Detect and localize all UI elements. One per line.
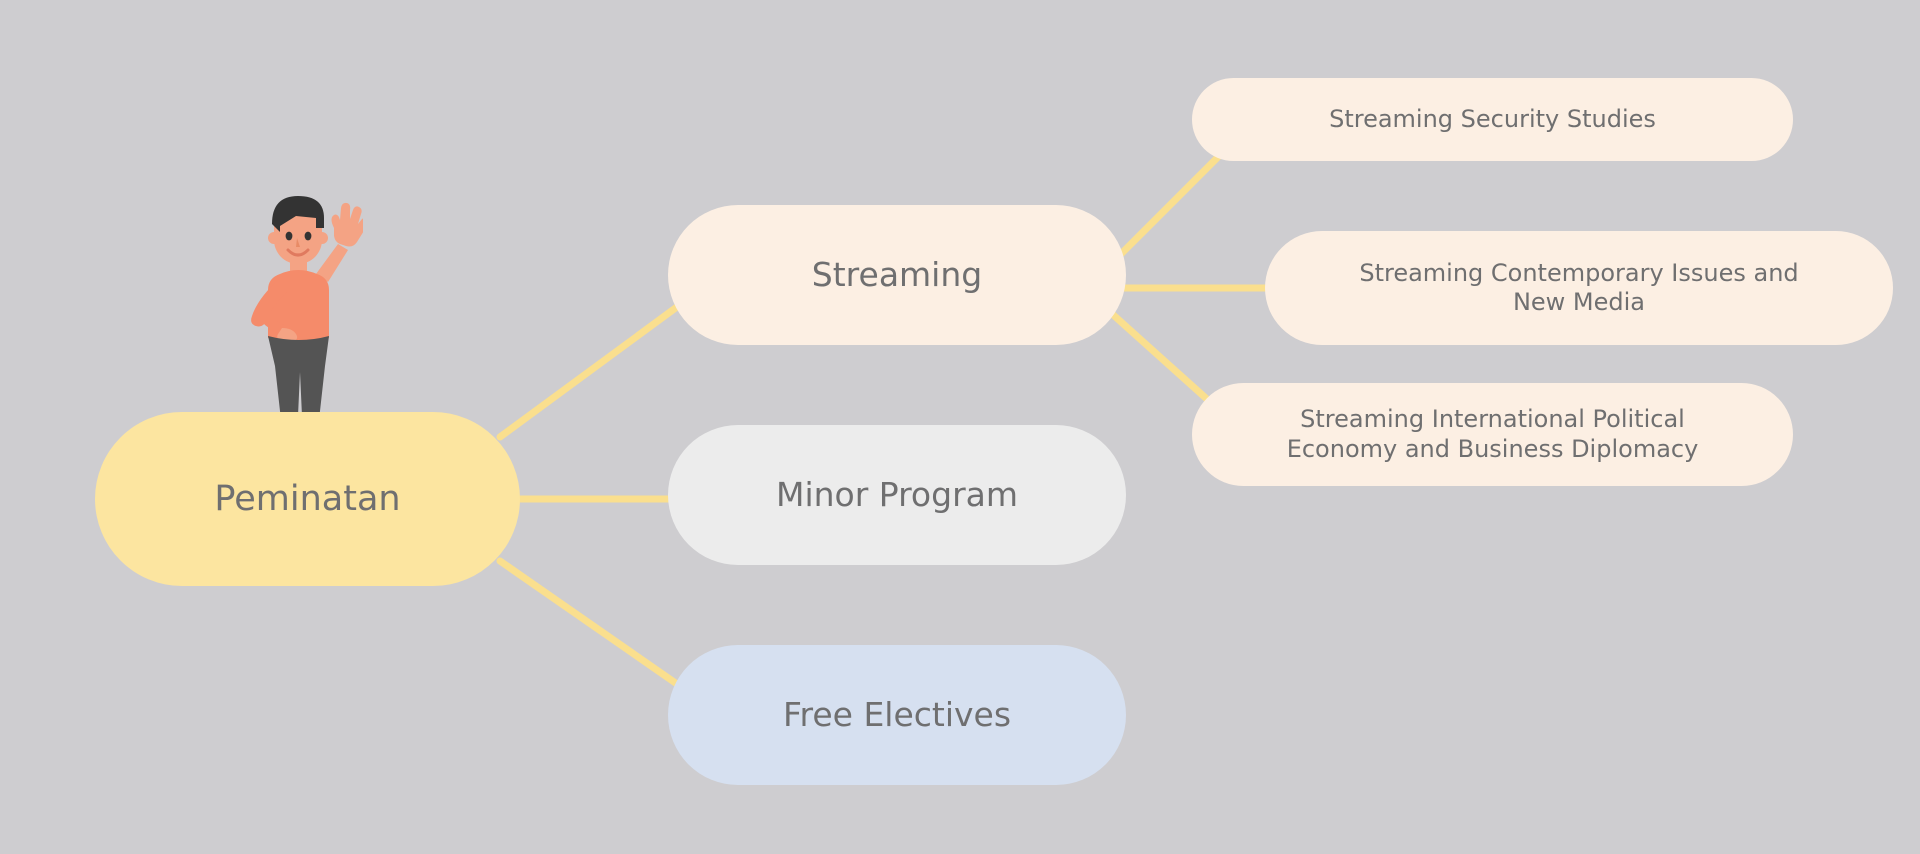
- node-streaming-label: Streaming: [811, 254, 983, 294]
- connector-root-to-streaming: [496, 286, 704, 441]
- connector-streaming-to-leaf-security: [1106, 143, 1232, 269]
- mindmap-node-root[interactable]: Peminatan: [95, 412, 520, 586]
- mindmap-node-streaming[interactable]: Streaming: [668, 205, 1126, 345]
- mindmap-node-streaming-contemporary-issues[interactable]: Streaming Contemporary Issues and New Me…: [1265, 231, 1893, 345]
- node-minor-program-label: Minor Program: [775, 474, 1019, 514]
- node-root-label: Peminatan: [214, 478, 401, 519]
- mindmap-node-streaming-security-studies[interactable]: Streaming Security Studies: [1192, 78, 1793, 161]
- mindmap-node-free-electives[interactable]: Free Electives: [668, 645, 1126, 785]
- node-leaf-contemporary-label: Streaming Contemporary Issues and New Me…: [1359, 258, 1799, 316]
- node-free-electives-label: Free Electives: [782, 694, 1012, 734]
- node-leaf-security-label: Streaming Security Studies: [1329, 104, 1656, 133]
- node-leaf-ipe-label: Streaming International Political Econom…: [1286, 405, 1699, 463]
- mindmap-node-minor-program[interactable]: Minor Program: [668, 425, 1126, 565]
- connector-root-to-free-electives: [496, 557, 704, 704]
- mindmap-node-streaming-international-political-economy[interactable]: Streaming International Political Econom…: [1192, 383, 1793, 486]
